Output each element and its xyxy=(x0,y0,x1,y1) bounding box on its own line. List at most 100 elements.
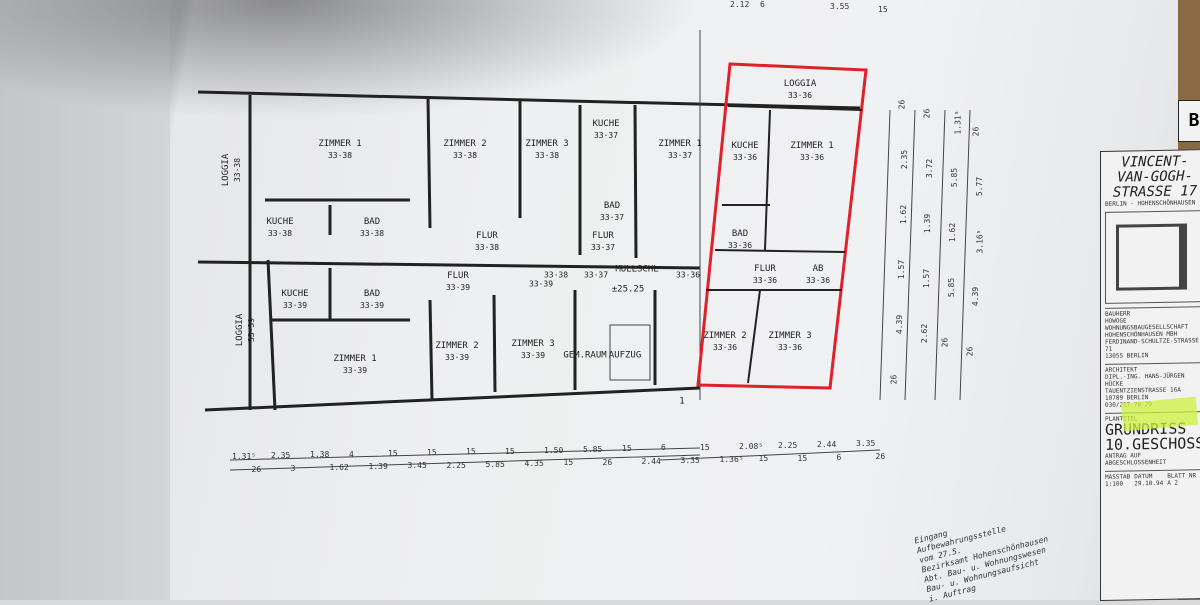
room-name: ZIMMER 3 xyxy=(511,339,555,349)
massstab: 1:100 xyxy=(1105,480,1124,488)
dim-top: 2.12 xyxy=(730,0,750,9)
room-name: FLUR xyxy=(754,264,776,274)
dimension-label: 5.77 xyxy=(974,176,984,197)
dimension-label: 2.25 xyxy=(446,460,466,470)
room-number: 33·38 xyxy=(267,229,293,238)
room-label: AB 33·36 xyxy=(806,264,830,286)
room-number: 33·38 xyxy=(327,151,353,160)
walls xyxy=(197,90,861,412)
dimension-label: 3.35 xyxy=(856,439,876,449)
apartment-marker: 33·36 xyxy=(675,270,701,280)
room-number: 33·39 xyxy=(247,317,256,343)
dimension-label: 2.44 xyxy=(817,440,837,450)
dimension-label: 1.36⁵ xyxy=(719,455,744,465)
room-name: KUCHE xyxy=(281,289,309,299)
room-label: FLUR 33·37 xyxy=(591,231,615,253)
room-name: AB xyxy=(812,264,824,274)
room-number: 33·38 xyxy=(359,229,385,238)
dimension-label: 26 xyxy=(922,108,932,119)
dimension-label: 15 xyxy=(622,444,632,454)
room-name: FLUR xyxy=(447,271,469,281)
dimension-label: 26 xyxy=(964,346,974,357)
sheet-letter: B xyxy=(1178,100,1200,142)
dimension-label: 1.39 xyxy=(368,462,388,472)
dimension-label: 15 xyxy=(427,448,437,458)
room-name: LOGGIA xyxy=(235,313,245,347)
dimension-label: 1.50 xyxy=(544,445,564,455)
dimension-label: 2.35 xyxy=(271,451,291,461)
dimension-label: 3.16⁵ xyxy=(975,229,985,254)
room-name: ZIMMER 2 xyxy=(443,139,487,149)
room-name: ZIMMER 3 xyxy=(525,139,569,149)
dimension-label: 15 xyxy=(505,446,515,456)
level-marker: ±25.25 xyxy=(611,284,645,295)
section-mark: 1 xyxy=(679,396,685,407)
room-name: BAD xyxy=(363,289,381,299)
room-name: MULLSCHL xyxy=(615,264,659,275)
street-number: STRASSE 17 xyxy=(1112,183,1198,201)
dimension-label: 2.25 xyxy=(778,441,798,451)
room-label: GEM.RAUM xyxy=(563,351,606,362)
dimension-label: 4 xyxy=(349,449,354,459)
room-label: MULLSCHL xyxy=(615,265,658,276)
dimension-label: 2.62 xyxy=(920,323,930,344)
dimension-label: 15 xyxy=(758,454,769,464)
room-name: BAD xyxy=(731,229,749,239)
dimension-label: 1.39 xyxy=(923,213,933,234)
room-number: 33·36 xyxy=(805,276,831,285)
dimension-label: 15 xyxy=(466,447,476,457)
dimension-label: 2.08⁵ xyxy=(739,441,764,451)
room-name: AUFZUG xyxy=(608,350,642,361)
dimension-label: 26 xyxy=(602,457,613,467)
dimension-label: 3.45 xyxy=(407,461,427,471)
street-name: VINCENT-VAN-GOGH- xyxy=(1117,153,1193,186)
bauherr-line: 13055 BERLIN xyxy=(1105,352,1149,360)
room-name: KUCHE xyxy=(731,141,759,151)
plan-subtitle: ANTRAG AUF ABGESCHLOSSENHEIT xyxy=(1105,452,1167,467)
room-name: ZIMMER 2 xyxy=(435,341,479,351)
dimension-label: 6 xyxy=(836,452,842,462)
city: BERLIN - HOHENSCHÖNHAUSEN xyxy=(1105,199,1196,208)
dimension-label: 5.85 xyxy=(583,444,603,454)
room-number: 33·39 xyxy=(520,351,546,360)
apartment-marker: 33·37 xyxy=(583,270,609,280)
room-name: FLUR xyxy=(592,231,614,241)
dimension-label: 5.85 xyxy=(485,459,505,469)
dimension-label: 2.35 xyxy=(900,149,910,170)
room-label: ZIMMER 1 33·38 xyxy=(318,139,361,161)
dimension-label: 1.62 xyxy=(898,204,908,225)
dimension-label: 1.31⁵ xyxy=(954,110,963,135)
room-name: ZIMMER 1 xyxy=(790,141,834,151)
dimension-label: 26 xyxy=(971,126,981,137)
dimension-label: 1.31⁵ xyxy=(232,451,257,461)
dimension-label: 1.57 xyxy=(921,268,931,289)
room-number: 33·36 xyxy=(712,343,738,352)
dimension-label: 26 xyxy=(251,464,262,474)
blatt: A 2 xyxy=(1167,479,1179,487)
dimension-label: 3 xyxy=(290,463,296,473)
room-name: ZIMMER 1 xyxy=(318,139,362,149)
room-number: 33·37 xyxy=(667,151,693,160)
room-number: 33·38 xyxy=(534,151,560,160)
room-number: 33·36 xyxy=(727,241,753,250)
datum: 29.10.94 xyxy=(1134,479,1164,488)
room-name: ZIMMER 1 xyxy=(658,139,702,149)
dimension-label: 1.62 xyxy=(329,463,349,472)
dimension-label: 4.35 xyxy=(524,459,544,469)
room-number: 33·38 xyxy=(233,157,242,183)
room-name: ZIMMER 1 xyxy=(333,354,377,364)
room-number: 33·37 xyxy=(590,243,616,252)
